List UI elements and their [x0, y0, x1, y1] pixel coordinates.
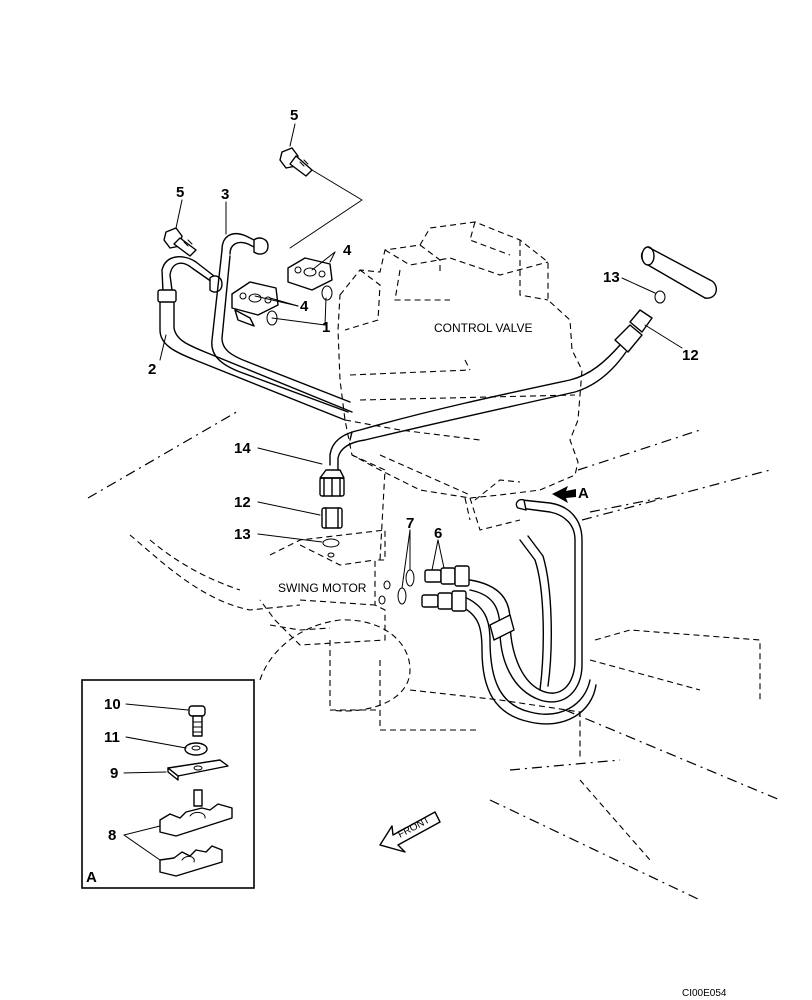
- callout-4-lower: 4: [300, 298, 309, 315]
- hose-3: [211, 232, 351, 413]
- background-outlines: [87, 409, 781, 901]
- clamp-8-lower: [159, 845, 223, 877]
- view-a-arrow: [552, 486, 576, 503]
- o-ring-13-right: [654, 290, 666, 304]
- bolt-5-left: [163, 227, 197, 257]
- control-valve-outline: [337, 221, 583, 561]
- callout-1: 1: [322, 319, 330, 336]
- callout-13-right: 13: [603, 269, 620, 286]
- callout-10: 10: [104, 696, 121, 713]
- leader-lines: [123, 123, 683, 861]
- callout-13-left: 13: [234, 526, 251, 543]
- callout-9: 9: [110, 765, 118, 782]
- swing-motor-label: SWING MOTOR: [278, 581, 367, 595]
- callout-12-left: 12: [234, 494, 251, 511]
- fittings-6: [421, 565, 470, 612]
- washer-11: [184, 742, 208, 756]
- text-labels: CONTROL VALVE SWING MOTOR FRONT A A CI00…: [86, 321, 727, 999]
- callout-5-upper: 5: [290, 107, 298, 124]
- hoses-swing-motor: [459, 498, 597, 725]
- inset-a: [81, 679, 255, 889]
- front-arrow[interactable]: [379, 811, 441, 853]
- view-a-arrow-label: A: [578, 485, 589, 502]
- callout-3: 3: [221, 186, 229, 203]
- pipe-stub-top-right: [640, 246, 717, 299]
- flange-4-lower: [231, 281, 279, 327]
- drawing-code: CI00E054: [682, 988, 727, 999]
- callout-2: 2: [148, 361, 156, 378]
- clamp-8-upper: [159, 789, 233, 837]
- swing-motor-outline: [259, 529, 386, 646]
- hose-2: [157, 256, 353, 421]
- inset-a-label: A: [86, 869, 97, 886]
- bolt-5-upper: [279, 147, 313, 177]
- plate-9: [167, 759, 229, 781]
- o-ring-13-left: [322, 538, 340, 548]
- hose-14: [319, 309, 653, 497]
- callout-6: 6: [434, 525, 442, 542]
- fitting-12-right: [614, 309, 653, 353]
- callout-7: 7: [406, 515, 414, 532]
- o-rings-7: [378, 569, 415, 605]
- o-rings-1: [266, 285, 333, 326]
- callout-11: 11: [104, 729, 120, 746]
- bolt-10: [188, 705, 206, 737]
- fitting-14: [319, 469, 345, 497]
- seal-small: [327, 552, 335, 558]
- callout-5-left: 5: [176, 184, 184, 201]
- callout-4-upper: 4: [343, 242, 352, 259]
- control-valve-label: CONTROL VALVE: [434, 321, 532, 335]
- fitting-12-left: [321, 507, 343, 529]
- flange-4-upper: [287, 257, 333, 291]
- callout-14: 14: [234, 440, 251, 457]
- callout-8: 8: [108, 827, 116, 844]
- callout-numbers: 1 2 3 4 4 5 5 6 7 8 9 10 11 12 12 13 13 …: [104, 107, 699, 844]
- callout-12-right: 12: [682, 347, 699, 364]
